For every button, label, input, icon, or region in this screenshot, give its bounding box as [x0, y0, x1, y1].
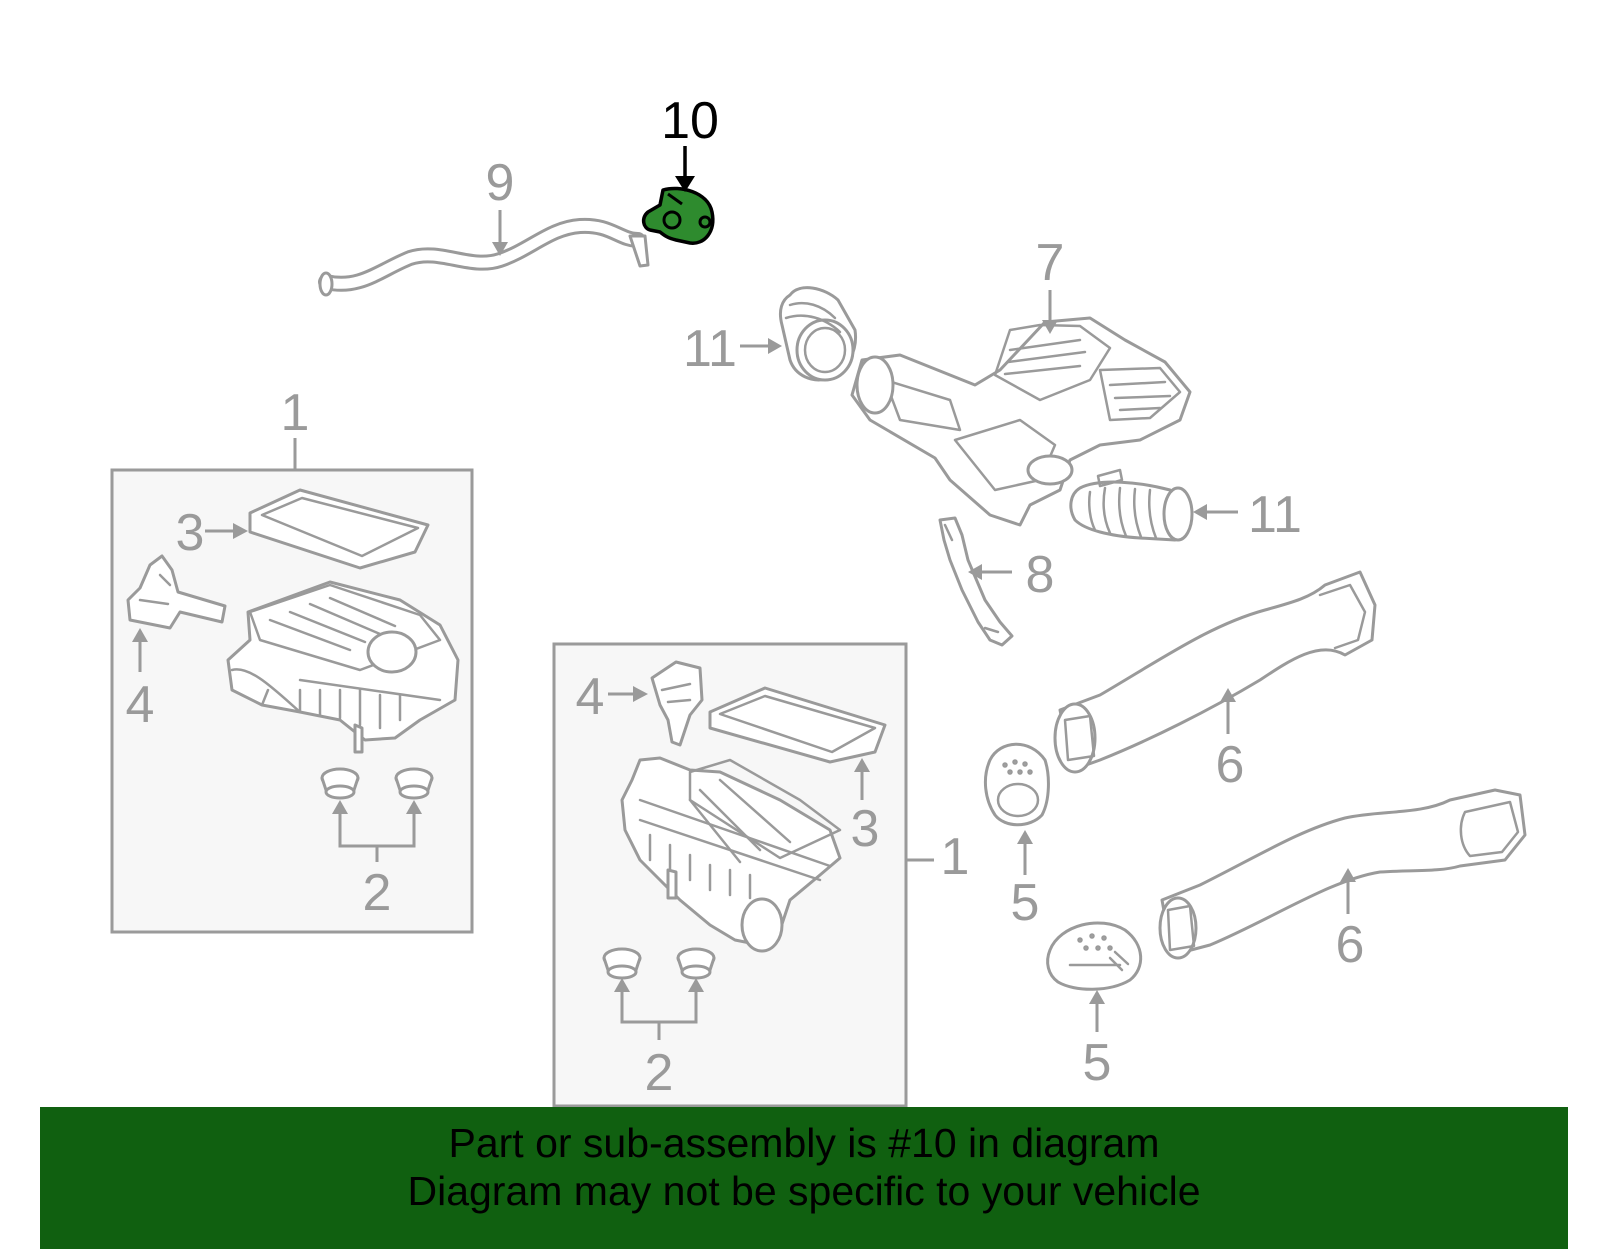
part-3-filter-left[interactable]	[248, 488, 430, 570]
callout-6-upper-label: 6	[1216, 736, 1245, 794]
callout-9: 9	[486, 154, 515, 256]
callout-2-left-label: 2	[363, 864, 392, 922]
callout-10: 10	[661, 92, 719, 192]
part-11-coupler-upper[interactable]	[778, 286, 858, 382]
part-5-inlet-lower[interactable]	[1046, 921, 1143, 991]
callout-8: 8	[968, 546, 1054, 604]
banner-line-1: Part or sub-assembly is #10 in diagram	[448, 1120, 1160, 1166]
part-6-duct-upper[interactable]	[1053, 570, 1377, 774]
callout-6-lower: 6	[1336, 868, 1365, 974]
callout-1-right-label: 1	[941, 828, 970, 886]
part-10-highlighted[interactable]	[641, 186, 715, 245]
callout-4-left-label: 4	[126, 676, 155, 734]
callout-5-lower-label: 5	[1083, 1034, 1112, 1092]
part-6-duct-lower[interactable]	[1158, 788, 1527, 960]
part-8-bracket[interactable]	[938, 516, 1014, 647]
callout-9-label: 9	[486, 154, 515, 212]
callout-11-upper-label: 11	[683, 320, 737, 378]
callout-11-lower-label: 11	[1248, 486, 1302, 544]
callout-8-label: 8	[1026, 546, 1055, 604]
callout-7: 7	[1036, 234, 1065, 334]
part-4-sensor-left[interactable]	[126, 554, 227, 630]
part-3-filter-right[interactable]	[708, 686, 887, 764]
part-2-grommets-left[interactable]	[320, 767, 434, 800]
part-9-hose[interactable]	[318, 217, 650, 297]
callout-5-upper-label: 5	[1011, 874, 1040, 932]
part-4-sensor-right[interactable]	[650, 660, 704, 747]
callout-3-left-label: 3	[176, 504, 205, 562]
assembly-box-left: 1 3 4	[110, 384, 474, 934]
part-2-grommets-right[interactable]	[602, 947, 716, 980]
callout-6-lower-label: 6	[1336, 916, 1365, 974]
callout-10-label: 10	[661, 92, 719, 150]
part-11-coupler-lower[interactable]	[1069, 468, 1194, 542]
info-banner: Part or sub-assembly is #10 in diagram D…	[40, 1107, 1568, 1249]
callout-1-left-label: 1	[281, 384, 310, 442]
air-cleaner-housing-left[interactable]	[226, 580, 460, 754]
callout-4-right-label: 4	[576, 668, 605, 726]
air-cleaner-housing-right[interactable]	[620, 756, 842, 953]
callout-3-right-label: 3	[851, 800, 880, 858]
callout-7-label: 7	[1036, 234, 1065, 292]
banner-line-2: Diagram may not be specific to your vehi…	[407, 1168, 1201, 1214]
callout-11-upper: 11	[683, 320, 782, 378]
callout-6-upper: 6	[1216, 688, 1245, 794]
part-5-inlet-upper[interactable]	[983, 742, 1050, 827]
callout-2-right-label: 2	[645, 1044, 674, 1102]
part-7-intake-duct[interactable]	[850, 316, 1192, 527]
assembly-box-right: 1 4 3	[552, 642, 970, 1108]
callout-5-lower: 5	[1083, 990, 1112, 1092]
callout-5-upper: 5	[1011, 830, 1040, 932]
callout-11-lower: 11	[1193, 486, 1302, 544]
